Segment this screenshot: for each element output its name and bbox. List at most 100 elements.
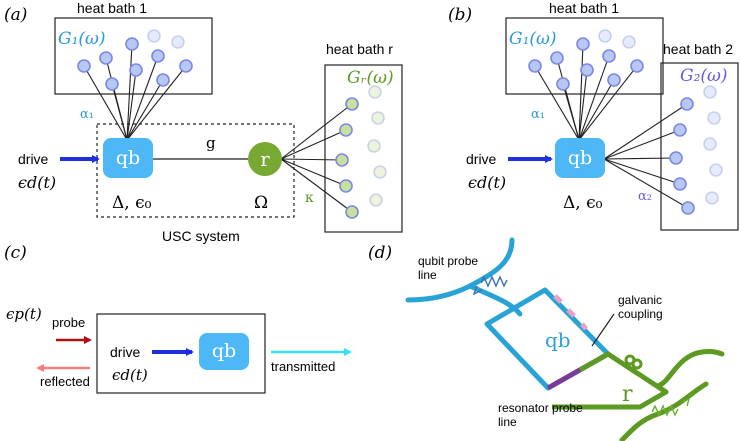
drive-amplitude: ϵd(t) [18, 173, 56, 192]
bathr-density: Gᵣ(ω) [347, 68, 394, 88]
b-qubit-params: Δ, ϵ₀ [563, 193, 603, 213]
coupling-line [603, 129, 681, 160]
qubit-probe-photon [480, 275, 508, 288]
c-qubit-box [199, 333, 249, 370]
bath-oscillator [707, 111, 721, 125]
galvanic-coupling-label-1: galvanic [618, 293, 662, 307]
resonator-probe-line-label-1: resonator probe [498, 401, 583, 415]
bath-oscillator [550, 51, 564, 65]
bath-oscillator [77, 59, 91, 73]
resonator-coil-2 [631, 358, 643, 370]
qubit-probe-photon-arrowhead [472, 285, 483, 296]
bath-oscillator [681, 201, 695, 215]
bath-oscillator [580, 63, 594, 77]
bath-oscillator [607, 73, 621, 87]
junction-2 [566, 308, 576, 318]
coupling-line [603, 103, 688, 160]
panel-a-label: (a) [4, 5, 27, 25]
d-resonator-label: r [622, 382, 633, 407]
bath-oscillator [673, 123, 687, 137]
bath-oscillator [556, 77, 570, 91]
bath2-oscillators [669, 85, 723, 215]
kappa-label: κ [305, 190, 314, 206]
bath-oscillator [622, 35, 636, 49]
coupling-line [578, 55, 610, 141]
resonator-probe-line-top [655, 349, 725, 389]
bath2-box [660, 62, 739, 231]
bath-oscillator [368, 85, 382, 99]
coupling-line [578, 69, 588, 141]
coupling-line [578, 79, 615, 141]
qubit-box [103, 138, 153, 178]
bath1-box [54, 17, 213, 95]
bathr-oscillators [335, 85, 387, 219]
usc-system-box [96, 123, 295, 218]
coupling-g: g [206, 134, 216, 152]
b-bath1-density: G₁(ω) [509, 29, 557, 49]
bath-oscillator [705, 191, 719, 205]
bath-oscillator [339, 179, 353, 193]
coupling-line [603, 157, 677, 160]
bath-oscillator [151, 49, 165, 63]
b-drive-amplitude: ϵd(t) [468, 173, 506, 192]
coupling-line [578, 43, 584, 141]
panel-c: (c) ϵp(t) probe reflected drive ϵd(t) qb… [4, 243, 352, 394]
coupling-line [578, 65, 638, 141]
coupling-line [534, 65, 580, 141]
probe-amplitude: ϵp(t) [6, 305, 42, 323]
bath-oscillator [125, 37, 139, 51]
coupling-line [126, 43, 133, 141]
b-qubit-label: qb [568, 147, 592, 169]
resonator-label: r [260, 147, 270, 171]
coupling-line [562, 83, 580, 141]
b-alpha1-label: α₁ [531, 107, 545, 122]
galvanic-coupling-pointer [591, 313, 615, 347]
d-qubit-label: qb [545, 328, 571, 352]
qubit-params: Δ, ϵ₀ [112, 193, 152, 213]
bath-oscillator [339, 123, 353, 137]
bath-oscillator [171, 35, 185, 49]
bath-oscillator [598, 29, 612, 43]
drive-label: drive [18, 151, 49, 167]
coupling-line [280, 158, 343, 161]
bath-oscillator [345, 97, 359, 111]
bath-oscillator [673, 177, 687, 191]
bath1-title: heat bath 1 [77, 0, 147, 16]
junction-3 [580, 322, 588, 331]
galvanic-coupling-label-2: coupling [618, 307, 663, 321]
alpha1-label: α₁ [80, 107, 94, 122]
panel-d-label: (d) [368, 243, 392, 263]
coupling-line [280, 158, 353, 213]
coupling-line [603, 158, 681, 185]
bath-oscillator [105, 77, 119, 91]
coupling-line [126, 79, 164, 141]
qubit-label: qb [116, 147, 140, 169]
b-bath1-oscillators [528, 29, 644, 91]
bath-oscillator [373, 165, 387, 179]
coupling-line [126, 69, 137, 141]
bath-oscillator [630, 59, 644, 73]
resonator-probe-photon [651, 404, 679, 417]
panel-c-label: (c) [4, 243, 27, 263]
bath-oscillator [703, 85, 717, 99]
bath-oscillator [335, 153, 349, 167]
resonator-loop [552, 351, 669, 410]
bath-oscillator [367, 139, 381, 153]
bath-oscillator [99, 51, 113, 65]
bath2-title: heat bath 2 [663, 41, 733, 57]
usc-system-label: USC system [162, 228, 240, 244]
b-drive-label: drive [466, 151, 497, 167]
c-drive-amplitude: ϵd(t) [112, 366, 148, 384]
coupling-line [280, 158, 347, 187]
qubit-probe-line-label-1: qubit probe [418, 254, 478, 268]
bath-oscillator [576, 37, 590, 51]
bathr-title: heat bath r [326, 41, 393, 57]
bath-oscillator [680, 97, 694, 111]
b-qubit-box [555, 138, 605, 178]
resonator-node [248, 142, 282, 176]
coupling-line [280, 103, 353, 160]
